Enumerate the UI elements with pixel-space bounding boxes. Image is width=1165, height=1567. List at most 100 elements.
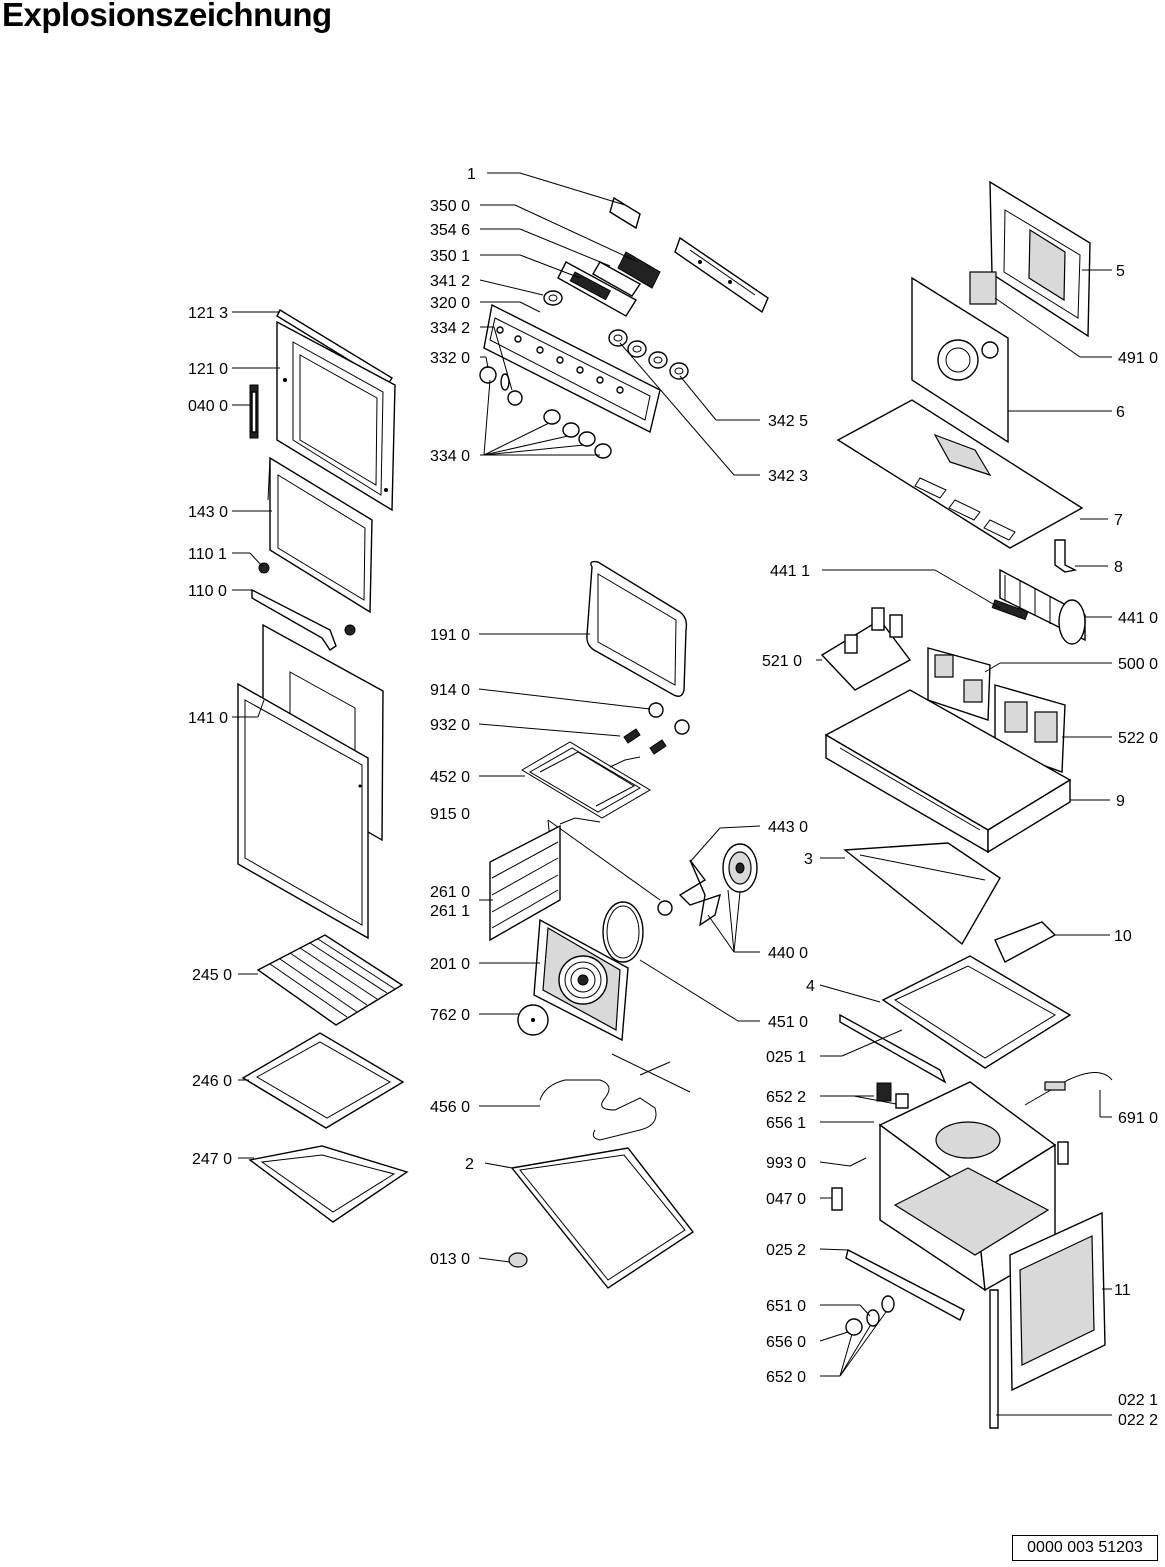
label-022-1: 022 1 [1118,1392,1158,1409]
door-hinge-040 [249,384,259,439]
fan-blade [657,859,721,927]
label-320-0: 320 0 [430,295,470,312]
label-451-0: 451 0 [768,1014,808,1031]
label-261-1: 261 1 [430,903,470,920]
label-261-0: 261 0 [430,884,470,901]
relay-board-521 [820,607,912,691]
label-141-0: 141 0 [188,710,228,727]
label-914-0: 914 0 [430,682,470,699]
label-110-0: 110 0 [188,583,227,600]
front-panel-fascia [483,303,661,434]
label-143-0: 143 0 [188,504,228,521]
page-title: Explosionszeichnung [2,0,332,33]
label-025-1: 025 1 [766,1049,806,1066]
door-lock-652-0 [845,1295,895,1336]
label-651-0: 651 0 [766,1298,806,1315]
bottom-cover-plate [517,1004,549,1036]
rear-panel [989,180,1091,338]
label-040-0: 040 0 [188,398,228,415]
control-board [609,196,769,314]
bottom-heating-element [539,1053,691,1141]
label-245-0: 245 0 [192,967,232,984]
label-443-0: 443 0 [768,819,808,836]
foot-013 [508,1252,528,1268]
thermostat-probe-915 [547,819,661,901]
inner-glass-frame [267,456,373,614]
control-knobs [479,366,612,459]
guide-rail-025-1 [839,1013,947,1084]
label-522-0: 522 0 [1118,730,1158,747]
switch-block-522 [994,684,1066,773]
label-3: 3 [804,851,813,868]
label-993-0: 993 0 [766,1155,806,1172]
hinge-receiver-047 [831,1187,843,1211]
fan-motor [722,843,758,893]
label-334-0: 334 0 [430,448,470,465]
door-bracket-110-0 [251,588,356,651]
inner-door-frame [276,320,396,512]
label-762-0: 762 0 [430,1007,470,1024]
label-441-0: 441 0 [1118,610,1158,627]
part-labels: 1 350 0 354 6 350 1 341 2 320 0 334 2 33… [188,166,1158,1429]
label-334-2: 334 2 [430,320,470,337]
top-cover [836,399,1084,549]
baking-tray-246 [241,1032,405,1129]
lamp-cover [648,702,690,735]
label-7: 7 [1114,512,1123,529]
label-342-3: 342 3 [768,468,808,485]
label-110-1: 110 1 [188,546,227,563]
label-342-5: 342 5 [768,413,808,430]
label-121-0: 121 0 [188,361,228,378]
switch-block-500 [927,647,991,721]
document-number: 0000 003 51203 [1012,1535,1158,1561]
label-9: 9 [1116,793,1125,810]
label-354-6: 354 6 [430,222,470,239]
side-rack [489,824,561,942]
label-5: 5 [1116,263,1125,280]
label-491-0: 491 0 [1118,350,1158,367]
label-247-0: 247 0 [192,1151,232,1168]
label-4: 4 [806,978,815,995]
bottom-panel-4 [881,955,1072,1069]
side-panel-3 [843,842,1001,946]
label-2: 2 [465,1156,474,1173]
screw-993 [849,1157,867,1167]
door-seal [586,560,688,697]
rear-wall [911,276,1009,444]
label-932-0: 932 0 [430,717,470,734]
label-915-0: 915 0 [430,806,470,823]
label-1: 1 [467,166,476,183]
baking-tray-247 [248,1145,409,1223]
label-013-0: 013 0 [430,1251,470,1268]
label-691-0: 691 0 [1118,1110,1158,1127]
label-121-3: 121 3 [188,305,228,322]
label-652-0: 652 0 [766,1369,806,1386]
label-440-0: 440 0 [768,945,808,962]
label-047-0: 047 0 [766,1191,806,1208]
housing-frame-9 [824,689,1072,854]
door-lock-652-2 [876,1082,909,1109]
knob-341-2 [543,290,563,306]
bracket-8 [1054,539,1078,573]
side-wall-11 [1009,1211,1106,1392]
thermal-fuse-491 [969,271,997,305]
label-452-0: 452 0 [430,769,470,786]
label-6: 6 [1116,404,1125,421]
label-025-2: 025 2 [766,1242,806,1259]
label-656-0: 656 0 [766,1334,806,1351]
leader-lines [232,172,1112,1416]
label-350-1: 350 1 [430,248,470,265]
lamp-spring [623,728,667,755]
label-022-2: 022 2 [1118,1412,1158,1429]
cooling-fan [991,568,1086,645]
label-246-0: 246 0 [192,1073,232,1090]
label-456-0: 456 0 [430,1099,470,1116]
outer-door-panel [237,682,369,940]
convection-ring-element [602,901,644,963]
label-11: 11 [1114,1282,1131,1299]
fan-cover [533,918,629,1042]
top-heating-element [521,741,651,825]
label-652-2: 652 2 [766,1089,806,1106]
label-350-0: 350 0 [430,198,470,215]
